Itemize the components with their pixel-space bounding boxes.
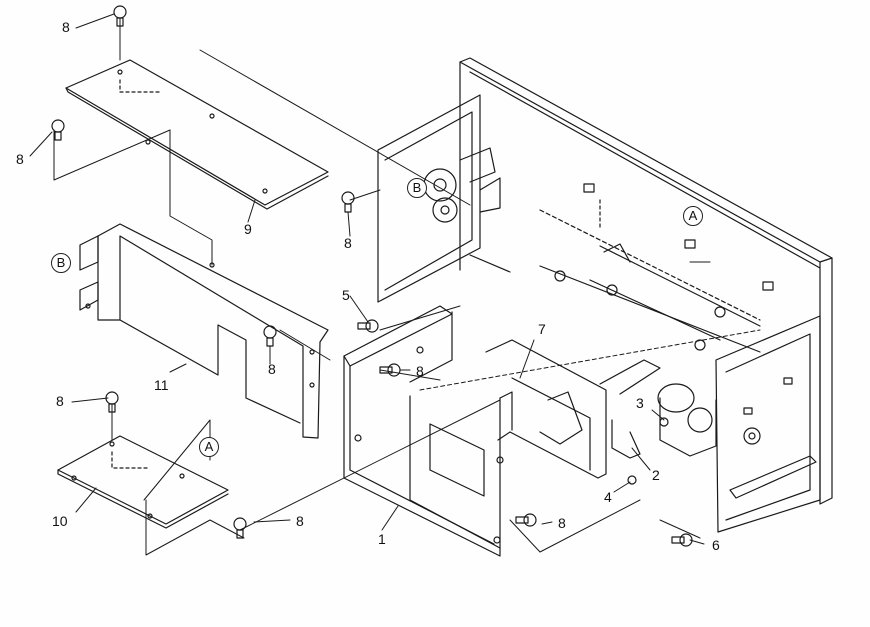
screw-5 bbox=[357, 319, 379, 333]
callout-3: 3 bbox=[636, 395, 644, 411]
reference-mark-b-bracket: B bbox=[51, 253, 71, 273]
drive-shafts bbox=[539, 209, 761, 353]
screw-8-bottom bbox=[233, 517, 247, 539]
callout-1: 1 bbox=[378, 531, 386, 547]
callout-5: 5 bbox=[342, 287, 350, 303]
bottom-plate bbox=[57, 435, 229, 529]
callout-7: 7 bbox=[538, 321, 546, 337]
callout-screw-8-right: 8 bbox=[558, 515, 566, 531]
reference-mark-a-plate: A bbox=[199, 437, 219, 457]
callout-screw-8-chassis: 8 bbox=[416, 363, 424, 379]
inner-bracket bbox=[511, 359, 661, 471]
callout-10: 10 bbox=[52, 513, 68, 529]
rear-frame bbox=[459, 57, 833, 505]
right-side-panel bbox=[715, 315, 821, 533]
screw-8-left bbox=[51, 119, 65, 141]
reference-mark-b-upper: B bbox=[407, 178, 427, 198]
top-cover-plate bbox=[65, 59, 329, 210]
screw-8-right bbox=[515, 513, 537, 527]
callout-2: 2 bbox=[652, 467, 660, 483]
callout-screw-8-bracket: 8 bbox=[268, 361, 276, 377]
main-chassis-frame bbox=[343, 305, 607, 557]
side-bracket bbox=[79, 223, 329, 439]
upper-mechanism-panel bbox=[377, 94, 511, 303]
callout-4: 4 bbox=[604, 489, 612, 505]
screw-8-top bbox=[113, 5, 127, 27]
callout-screw-8-lower-left: 8 bbox=[56, 393, 64, 409]
callout-screw-8-left: 8 bbox=[16, 151, 24, 167]
screw-6 bbox=[671, 533, 693, 547]
small-parts bbox=[611, 417, 669, 485]
callout-11: 11 bbox=[154, 377, 169, 393]
callout-screw-8-bottom: 8 bbox=[296, 513, 304, 529]
motor-unit bbox=[657, 383, 717, 457]
reference-mark-a-frame: A bbox=[683, 206, 703, 226]
screw-8-mid bbox=[341, 191, 355, 213]
callout-screw-8-mid: 8 bbox=[344, 235, 352, 251]
callout-screw-8-top: 8 bbox=[62, 19, 70, 35]
callout-leaders bbox=[29, 13, 705, 545]
callout-6: 6 bbox=[712, 537, 720, 553]
callout-9: 9 bbox=[244, 221, 252, 237]
